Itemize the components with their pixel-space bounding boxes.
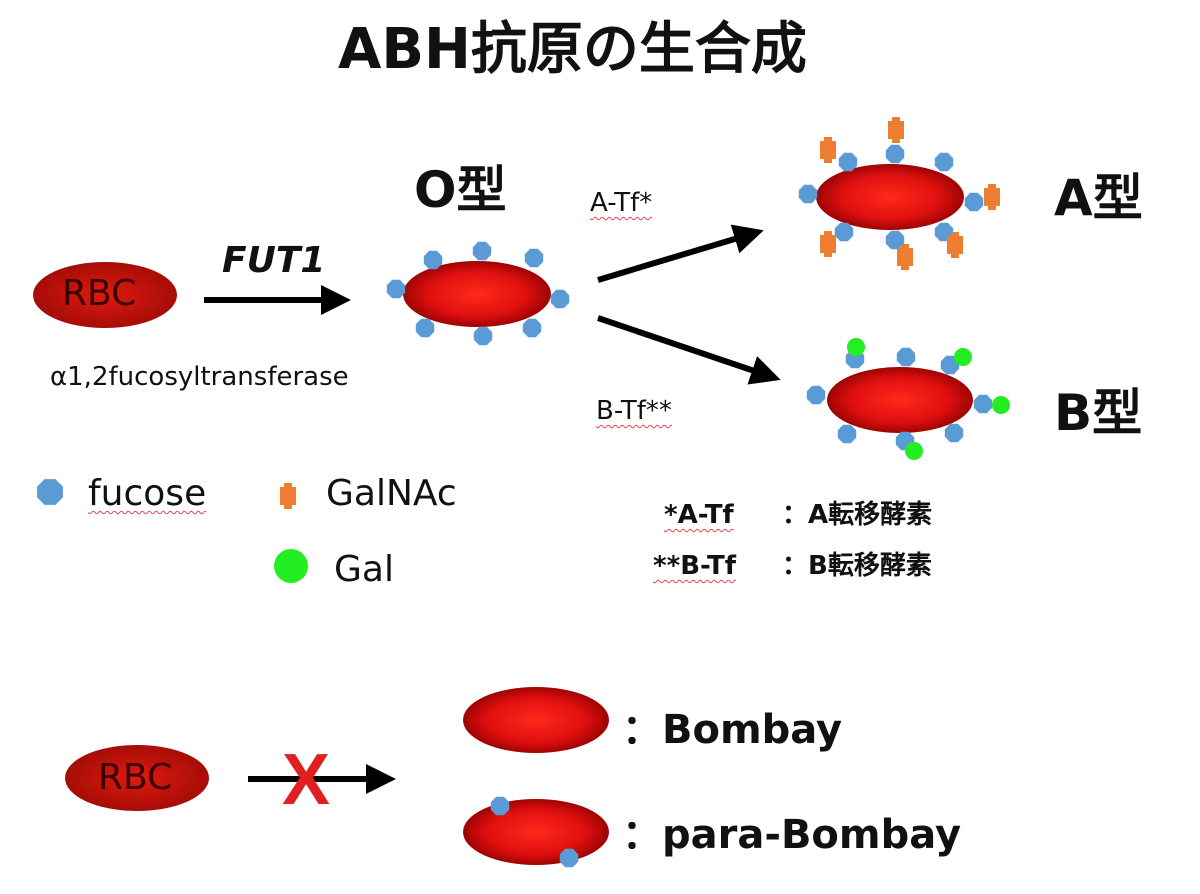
galnac-icon xyxy=(984,184,1000,210)
note-a-key-text: *A-Tf xyxy=(664,500,734,530)
fucose-icon xyxy=(944,423,964,443)
page-title: ABH抗原の生合成 xyxy=(338,17,807,82)
fucose-icon xyxy=(798,184,818,204)
fucose-icon xyxy=(386,279,406,299)
fucose-icon xyxy=(473,326,493,346)
note-b-key-text: **B-Tf xyxy=(653,551,737,581)
gal-icon xyxy=(954,348,972,366)
fucose-icon xyxy=(838,152,858,172)
fucose-icon xyxy=(964,192,984,212)
galnac-icon xyxy=(820,231,836,257)
fucose-icon xyxy=(524,248,544,268)
fucose-icon xyxy=(522,318,542,338)
gal-icon xyxy=(847,338,865,356)
fucose-icon xyxy=(806,385,826,405)
blocked-x-mark: X xyxy=(282,740,331,820)
b-type-cell xyxy=(827,367,973,433)
galnac-icon xyxy=(888,117,904,143)
fucosyltransferase-label: α1,2fucosyltransferase xyxy=(50,362,349,392)
legend-gal-label: Gal xyxy=(334,549,394,590)
type-a-label: A型 xyxy=(1054,169,1143,227)
rbc-label-bottom: RBC xyxy=(98,757,173,798)
para-bombay-label: ：para-Bombay xyxy=(622,812,962,858)
fut1-gene-label: FUT1 xyxy=(222,240,326,281)
galnac-icon xyxy=(947,232,963,258)
bombay-cell xyxy=(463,687,609,753)
b-tf-text: B-Tf** xyxy=(596,396,672,426)
fucose-icon xyxy=(885,144,905,164)
fucose-icon xyxy=(423,250,443,270)
legend-fucose-text: fucose xyxy=(88,473,207,514)
fucose-icon xyxy=(940,355,960,375)
rbc-cell-top xyxy=(33,262,177,328)
b-tf-label: B-Tf** xyxy=(596,398,672,424)
gal-icon xyxy=(992,396,1010,414)
fucose-icon xyxy=(885,230,905,250)
type-o-label: O型 xyxy=(414,161,507,219)
galnac-icon xyxy=(897,244,913,270)
note-a-key: *A-Tf xyxy=(664,502,734,528)
note-b-key: **B-Tf xyxy=(653,553,736,579)
note-b-desc: ：B転移酵素 xyxy=(782,551,932,581)
fucose-icon xyxy=(559,848,579,868)
bombay-label: ：Bombay xyxy=(622,707,843,753)
a-tf-arrow xyxy=(597,224,764,283)
para-bombay-cell xyxy=(463,799,609,865)
fucose-icon xyxy=(973,394,993,414)
note-a-desc: ：A転移酵素 xyxy=(782,500,933,530)
fucose-icon xyxy=(472,241,492,261)
legend-galnac-icon xyxy=(280,483,296,509)
fucose-icon xyxy=(550,289,570,309)
legend-galnac-label: GalNAc xyxy=(326,473,457,514)
a-type-cell xyxy=(816,164,964,230)
fucose-icon xyxy=(834,222,854,242)
legend-fucose-icon xyxy=(37,479,63,505)
rbc-label-top: RBC xyxy=(62,273,137,314)
galnac-icon xyxy=(820,137,836,163)
fucose-icon xyxy=(837,424,857,444)
gal-icon xyxy=(905,442,923,460)
fucose-icon xyxy=(490,796,510,816)
fucose-icon xyxy=(896,347,916,367)
o-type-cell xyxy=(403,261,551,327)
fucose-icon xyxy=(415,318,435,338)
a-tf-text: A-Tf* xyxy=(590,188,653,218)
legend-gal-icon xyxy=(274,549,308,583)
type-b-label: B型 xyxy=(1054,384,1143,442)
b-tf-arrow xyxy=(597,315,781,385)
rbc-cell-bottom xyxy=(65,745,209,811)
legend-fucose-label: fucose xyxy=(88,476,206,512)
a-tf-label: A-Tf* xyxy=(590,190,652,216)
fucose-icon xyxy=(934,152,954,172)
